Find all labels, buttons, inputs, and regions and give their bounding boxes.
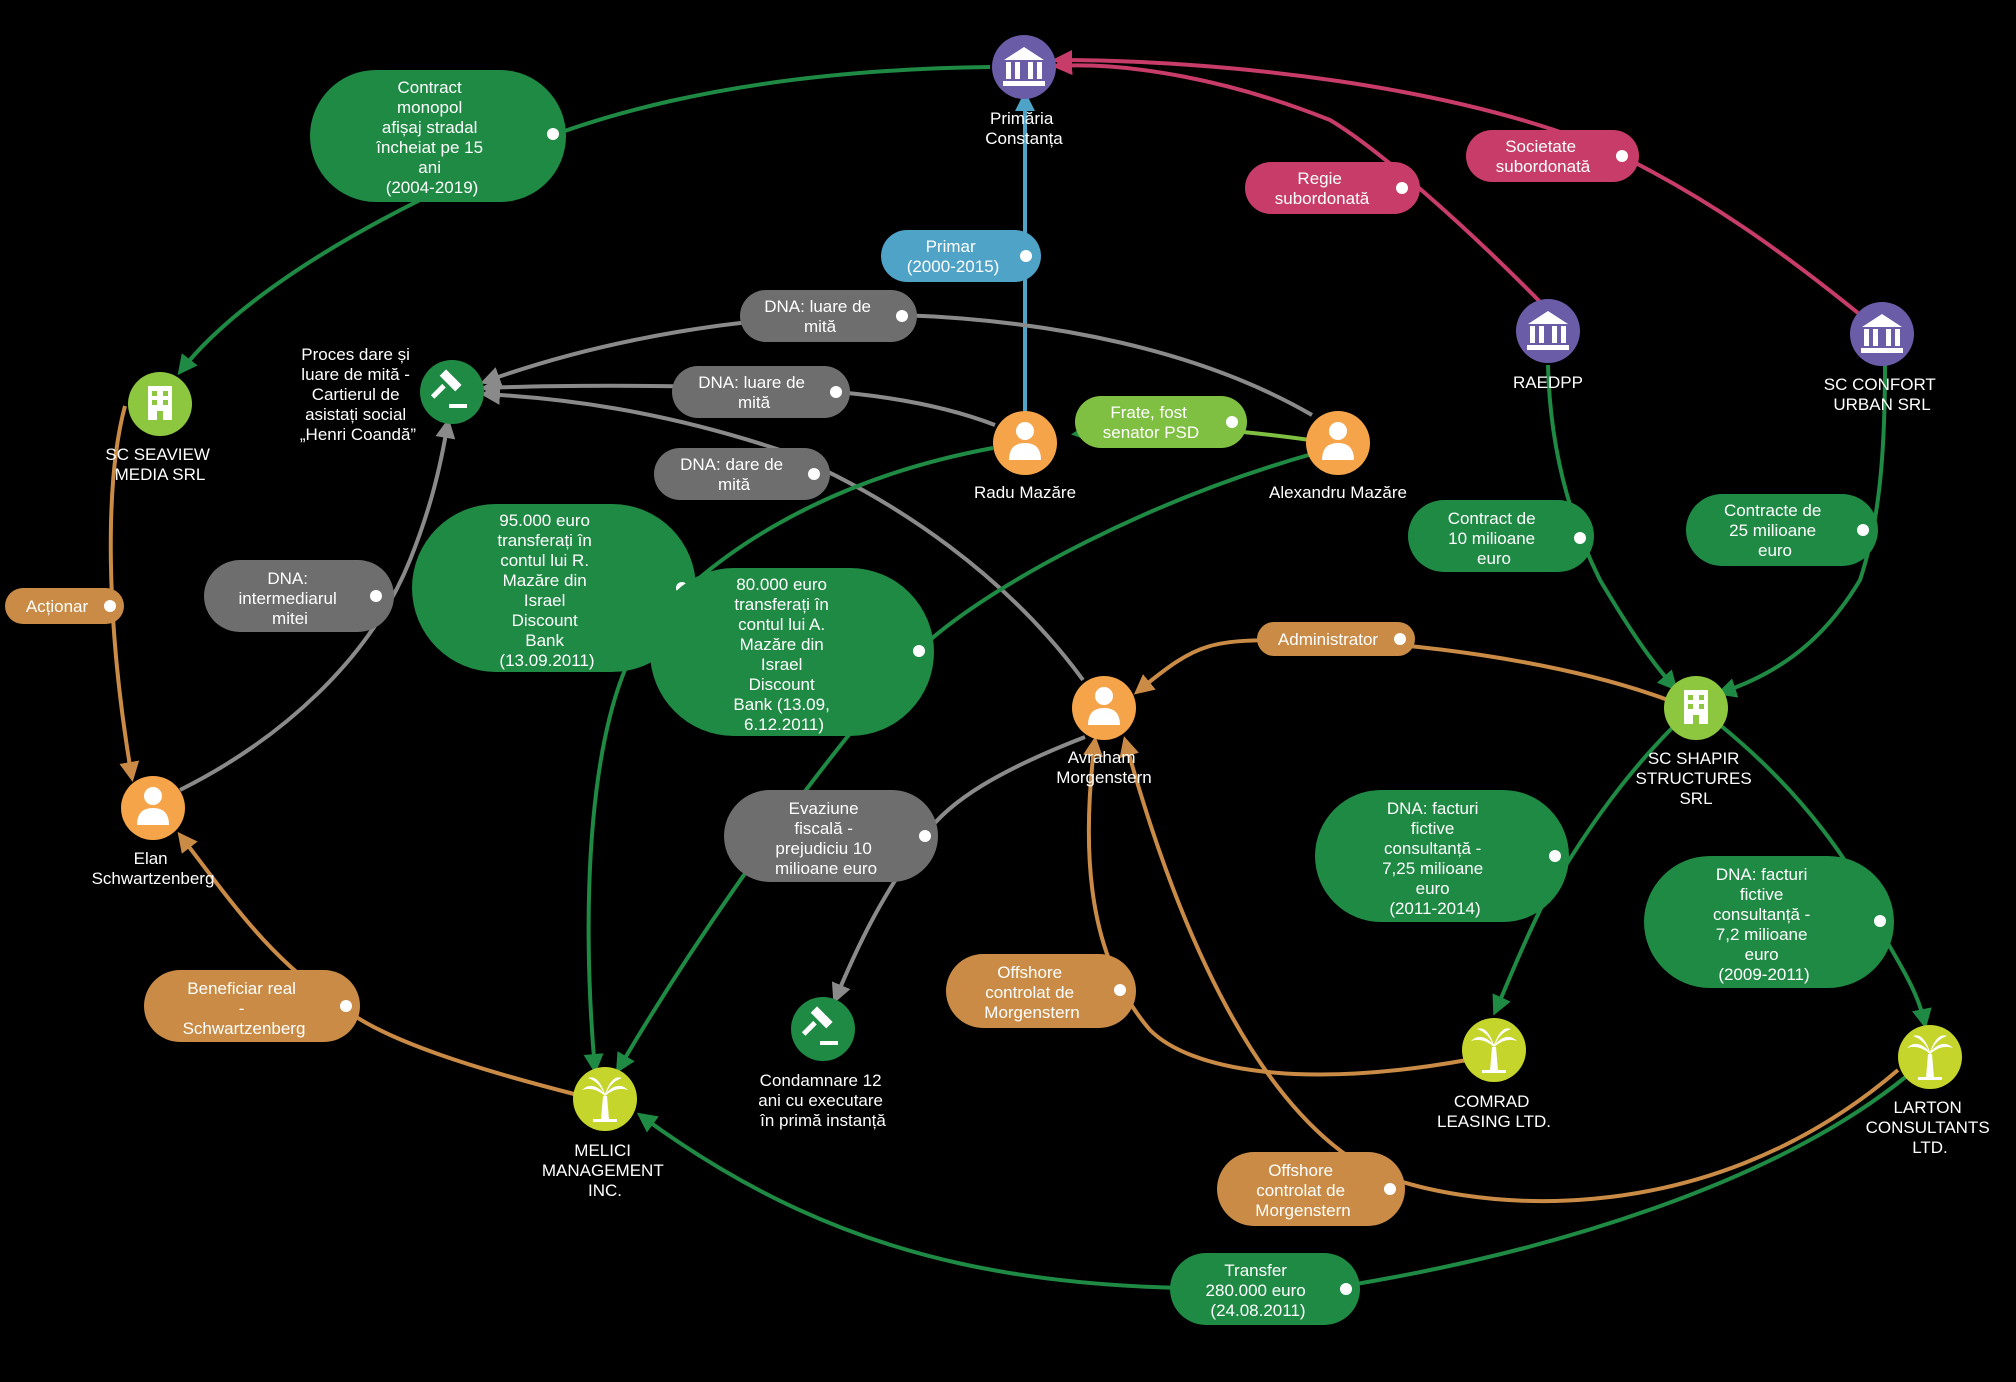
gavel-icon [430,369,467,408]
person-icon [1322,422,1354,460]
edge-label-e9[interactable]: Acționar [5,588,124,624]
edge-label-e21[interactable]: Offshore controlat de Morgenstern [1217,1152,1405,1226]
edge-label-e2[interactable]: Regie subordonată [1245,162,1420,214]
node-label-confort: SC CONFORT URBAN SRL [1824,375,1941,414]
edge-label-e9-text: Acționar [26,597,89,616]
edge-label-e8-text: Frate, fost senator PSD [1103,403,1199,442]
node-radu[interactable]: Radu Mazăre [974,411,1076,502]
edge-label-e17-text: DNA: facturi fictive consultanță - 7,25 … [1382,799,1488,918]
node-larton[interactable]: LARTON CONSULTANTS LTD. [1866,1025,1995,1157]
edge-label-e8[interactable]: Frate, fost senator PSD [1075,396,1247,448]
edge-label-e3-text: Societate subordonată [1496,137,1591,176]
node-label-primaria: Primăria Constanța [985,109,1063,148]
node-label-radu: Radu Mazăre [974,483,1076,502]
edge-label-e4-text: Primar (2000-2015) [907,237,1000,276]
edge-label-e2-text: Regie subordonată [1275,169,1370,208]
node-label-melici: MELICI MANAGEMENT INC. [542,1141,668,1200]
edge-label-e13[interactable]: Contract de 10 milioane euro [1408,500,1594,572]
node-label-shapir: SC SHAPIR STRUCTURES SRL [1636,749,1757,808]
edge-label-e4[interactable]: Primar (2000-2015) [881,230,1041,282]
node-seaview[interactable]: SC SEAVIEW MEDIA SRL [105,372,214,484]
edge-label-e18-text: DNA: facturi fictive consultanță - 7,2 m… [1713,865,1815,984]
edge-line-e19 [177,831,579,1097]
edge-label-e10[interactable]: DNA: intermediarul mitei [204,560,394,632]
building-icon [148,386,172,420]
person-icon [1009,422,1041,460]
building-icon [1684,690,1708,724]
edge-label-e5-text: DNA: luare de mită [764,297,876,336]
node-label-comrad: COMRAD LEASING LTD. [1437,1092,1551,1131]
edge-label-e11[interactable]: 95.000 euro transferați în contul lui R.… [412,504,696,672]
node-melici[interactable]: MELICI MANAGEMENT INC. [542,1067,668,1200]
edge-label-e14[interactable]: Contracte de 25 milioane euro [1686,494,1878,566]
bank-icon [1003,47,1045,86]
node-label-alexandru: Alexandru Mazăre [1269,483,1407,502]
edge-labels: Contract monopol afișaj stradal încheiat… [5,70,1894,1325]
node-confort[interactable]: SC CONFORT URBAN SRL [1824,302,1941,414]
edge-label-e7[interactable]: DNA: dare de mită [654,448,830,500]
edge-label-e16[interactable]: Evaziune fiscală - prejudiciu 10 milioan… [724,790,938,882]
bank-icon [1861,314,1903,353]
edge-label-e19-text: Beneficiar real - Schwartzenberg [183,979,306,1038]
node-label-raedpp: RAEDPP [1513,373,1583,392]
node-raedpp[interactable]: RAEDPP [1513,299,1583,392]
edge-line-e20 [1083,736,1468,1077]
edge-label-e19[interactable]: Beneficiar real - Schwartzenberg [144,970,360,1042]
node-shapir[interactable]: SC SHAPIR STRUCTURES SRL [1636,676,1757,808]
edge-label-e16-text: Evaziune fiscală - prejudiciu 10 milioan… [775,799,877,878]
edge-label-e22[interactable]: Transfer 280.000 euro (24.08.2011) [1170,1253,1360,1325]
edge-label-e15-text: Administrator [1278,630,1378,649]
edge-label-e21-text: Offshore controlat de Morgenstern [1255,1161,1350,1220]
edge-label-e1-text: Contract monopol afișaj stradal încheiat… [375,78,488,197]
node-primaria[interactable]: Primăria Constanța [985,35,1063,148]
node-label-elan: Elan Schwartzenberg [92,849,215,888]
node-avraham[interactable]: Avraham Morgenstern [1056,676,1152,787]
edge-label-e18[interactable]: DNA: facturi fictive consultanță - 7,2 m… [1644,856,1894,988]
edge-label-e11-text: 95.000 euro transferați în contul lui R.… [497,511,596,670]
palm-tree-icon [1471,1028,1517,1073]
edge-line-e13 [1546,364,1678,691]
edge-label-e10-text: DNA: intermediarul mitei [239,569,342,628]
edge-label-e1[interactable]: Contract monopol afișaj stradal încheiat… [310,70,566,202]
edge-label-e12[interactable]: 80.000 euro transferați în contul lui A.… [650,568,934,736]
edge-label-e13-text: Contract de 10 milioane euro [1448,509,1541,568]
edge-label-e14-text: Contracte de 25 milioane euro [1724,501,1826,560]
palm-tree-icon [1907,1035,1953,1080]
person-icon [137,787,169,825]
node-condamnare[interactable]: Condamnare 12 ani cu executare în primă … [758,997,887,1130]
edge-label-e7-text: DNA: dare de mită [680,455,788,494]
edge-label-e6-text: DNA: luare de mită [698,373,810,412]
edge-line-e14 [1716,364,1887,698]
edge-label-e12-text: 80.000 euro transferați în contul lui A.… [733,575,834,734]
edge-line-e9 [108,405,140,782]
edge-line-e3 [1052,50,1860,315]
node-label-condamnare: Condamnare 12 ani cu executare în primă … [758,1071,887,1130]
edge-label-e5[interactable]: DNA: luare de mită [740,290,917,342]
edge-label-e17[interactable]: DNA: facturi fictive consultanță - 7,25 … [1315,790,1569,922]
edge-label-e15[interactable]: Administrator [1257,622,1415,656]
node-elan[interactable]: Elan Schwartzenberg [92,776,215,888]
node-label-proces: Proces dare și luare de mită - Cartierul… [300,345,417,444]
node-proces[interactable]: Proces dare și luare de mită - Cartierul… [300,345,484,444]
bank-icon [1527,311,1569,350]
node-label-avraham: Avraham Morgenstern [1056,748,1151,787]
edge-label-e22-text: Transfer 280.000 euro (24.08.2011) [1206,1261,1311,1320]
edge-line-e2 [1052,55,1548,310]
edge-label-e20[interactable]: Offshore controlat de Morgenstern [946,954,1136,1028]
person-icon [1088,687,1120,725]
node-label-seaview: SC SEAVIEW MEDIA SRL [105,445,214,484]
gavel-icon [801,1006,838,1045]
edge-label-e3[interactable]: Societate subordonată [1466,130,1639,182]
node-alexandru[interactable]: Alexandru Mazăre [1269,411,1407,502]
node-comrad[interactable]: COMRAD LEASING LTD. [1437,1018,1551,1131]
edge-label-e6[interactable]: DNA: luare de mită [672,366,850,418]
palm-tree-icon [582,1077,628,1122]
node-label-larton: LARTON CONSULTANTS LTD. [1866,1098,1995,1157]
nodes: Primăria Constanța RAEDPP [92,35,1995,1200]
edge-label-e20-text: Offshore controlat de Morgenstern [984,963,1079,1022]
